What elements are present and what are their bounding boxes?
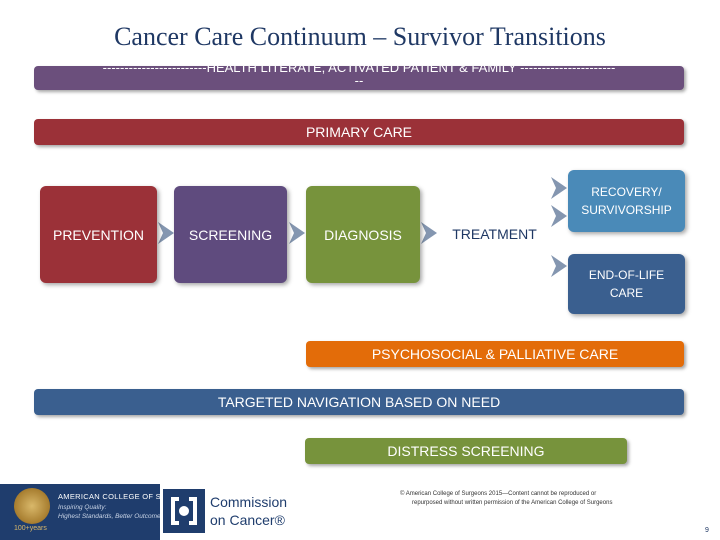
patient-family-label: ------------------------HEALTH LITERATE,…: [102, 66, 616, 75]
stage-treatment: [438, 186, 551, 283]
stage-prevention-label: PREVENTION: [52, 226, 144, 243]
page-number: 9: [705, 527, 709, 534]
chevron-right-icon: [551, 177, 567, 199]
chevron-right-icon: [421, 222, 437, 244]
chevron-right-icon: [551, 255, 567, 277]
psychosocial-palliative-bar: PSYCHOSOCIAL & PALLIATIVE CARE: [306, 341, 684, 367]
acs-name: AMERICAN COLLEGE OF SURGEONS: [58, 492, 202, 501]
stage-screening-label: SCREENING: [188, 226, 273, 243]
stage-survivorship-label: SURVIVORSHIP: [581, 203, 672, 217]
page-title: Cancer Care Continuum – Survivor Transit…: [114, 22, 606, 51]
patient-family-label-wrap: --: [354, 73, 364, 88]
stage-diagnosis: DIAGNOSIS: [306, 186, 420, 283]
stage-end-of-life: END-OF-LIFE CARE: [568, 254, 685, 314]
stage-eol-label-1: END-OF-LIFE: [588, 268, 665, 282]
stage-eol-label-2: CARE: [609, 286, 644, 300]
acs-tagline-1: Inspiring Quality:: [58, 504, 107, 511]
distress-screening-bar: DISTRESS SCREENING: [305, 438, 627, 464]
coc-mark-icon: [163, 489, 205, 533]
patient-family-bar: ------------------------HEALTH LITERATE,…: [34, 66, 684, 90]
chevron-right-icon: [289, 222, 305, 244]
coc-name-1: Commission: [210, 494, 288, 510]
acs-seal-icon: [14, 488, 50, 524]
stage-prevention: PREVENTION: [40, 186, 157, 283]
copyright-line-1: © American College of Surgeons 2015—Cont…: [400, 491, 597, 497]
acs-tagline-2: Highest Standards, Better Outcomes: [58, 513, 164, 520]
stage-recovery-survivorship: RECOVERY/ SURVIVORSHIP: [568, 170, 685, 232]
coc-name-2: on Cancer®: [210, 512, 285, 528]
years-badge: 100+years: [14, 525, 47, 532]
copyright-line-2: repurposed without written permission of…: [412, 500, 613, 506]
primary-care-bar: PRIMARY CARE: [34, 119, 684, 145]
stage-recovery-label: RECOVERY/: [591, 185, 662, 199]
stage-treatment-label: TREATMENT: [452, 226, 537, 242]
chevron-right-icon: [158, 222, 174, 244]
chevron-right-icon: [551, 205, 567, 227]
stage-screening: SCREENING: [174, 186, 287, 283]
targeted-navigation-bar: TARGETED NAVIGATION BASED ON NEED: [34, 389, 684, 415]
stage-diagnosis-label: DIAGNOSIS: [324, 226, 402, 243]
